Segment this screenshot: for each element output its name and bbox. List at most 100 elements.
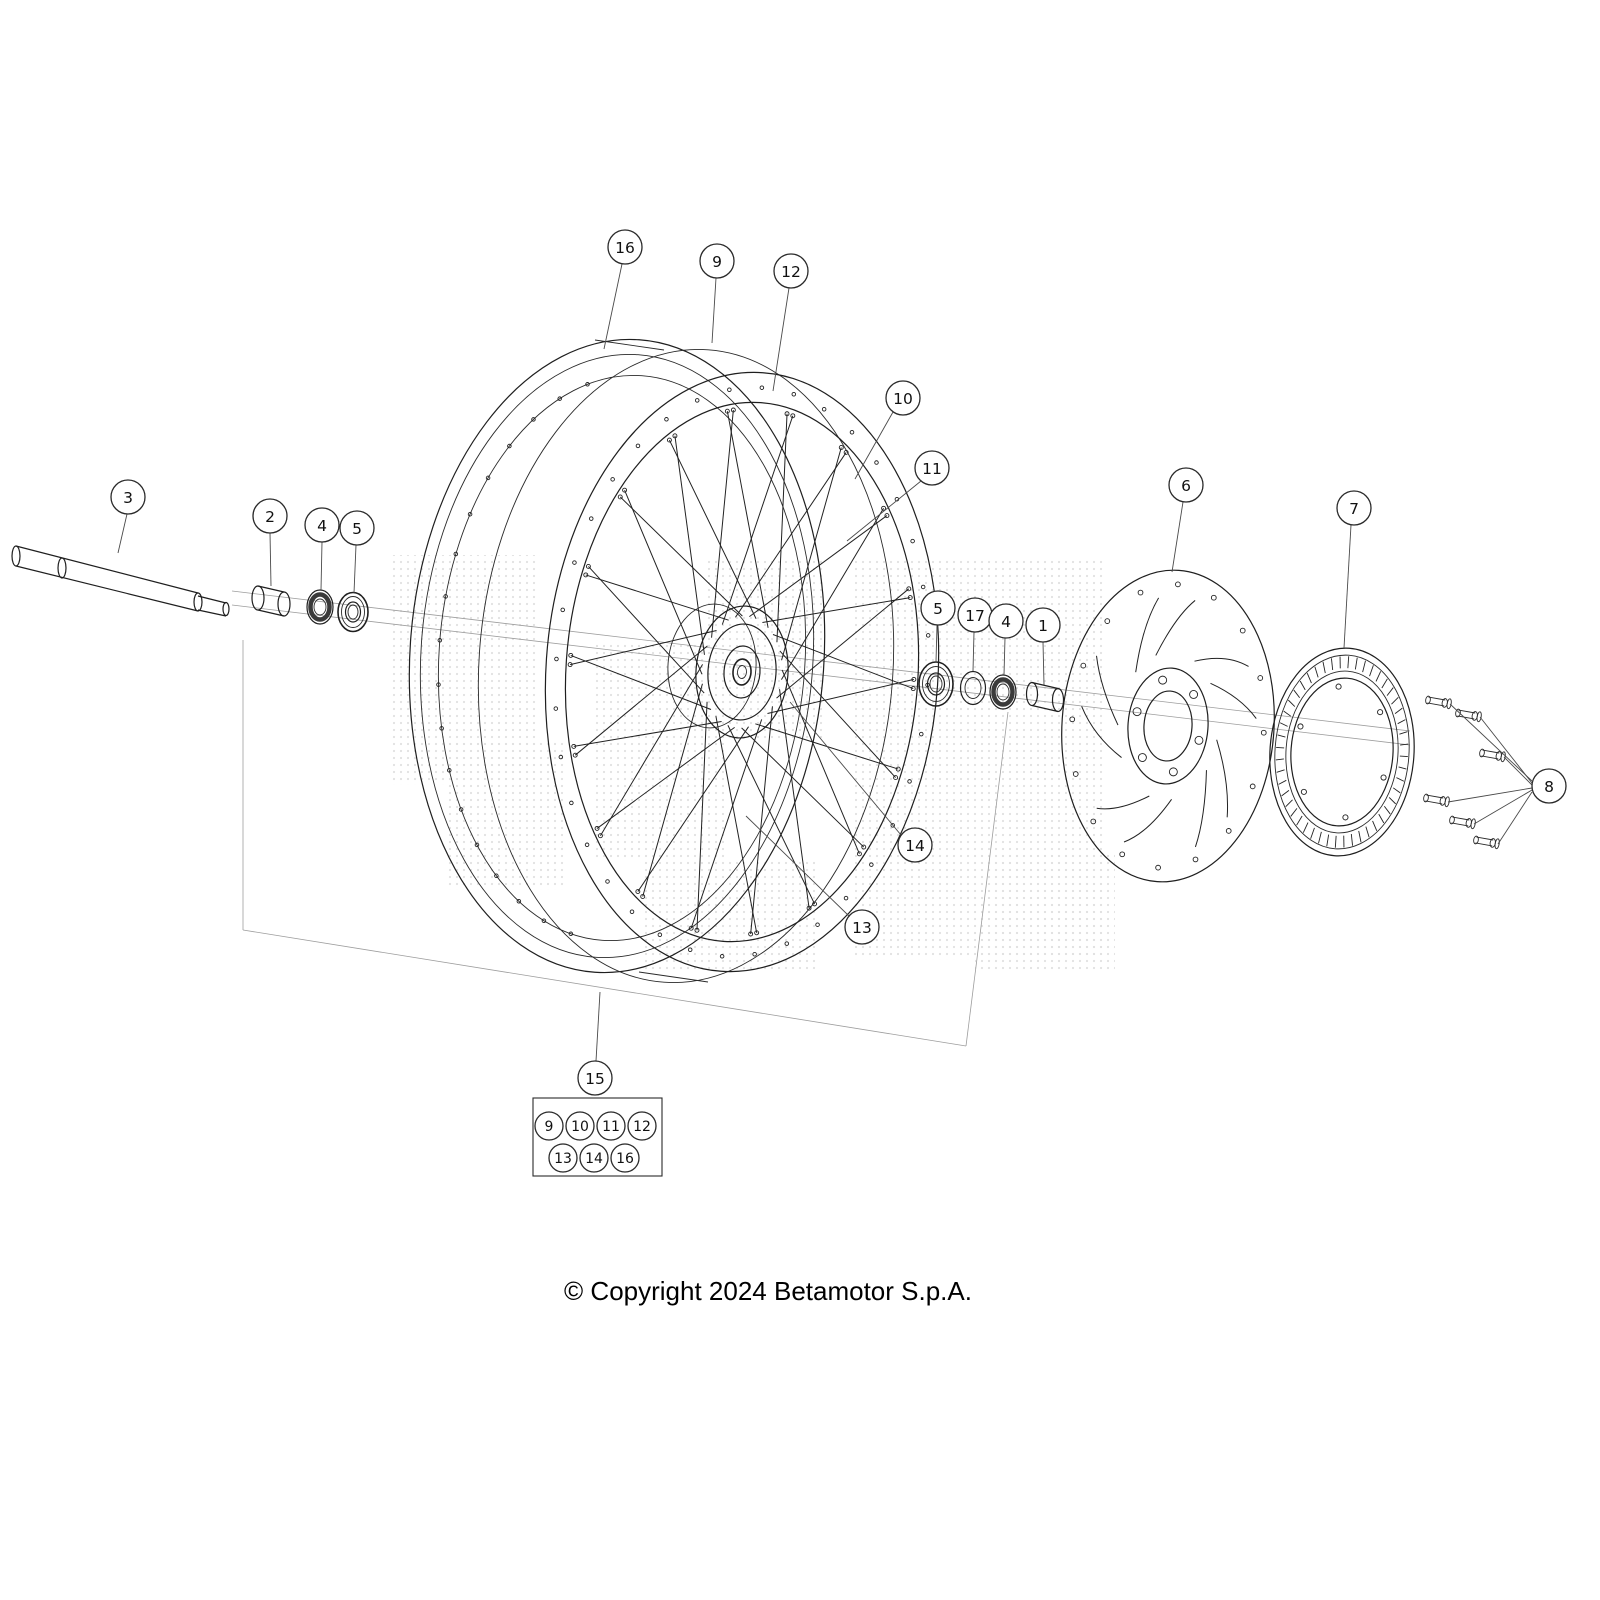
hole: [790, 413, 796, 419]
legend-item-14: [579, 1143, 609, 1173]
stroke: [596, 727, 735, 829]
watermark-blob: [640, 860, 820, 970]
stroke: [696, 701, 708, 931]
legend-label: 11: [602, 1119, 620, 1135]
hole: [1210, 594, 1217, 601]
stroke: [781, 447, 842, 661]
axle-shoulder: [193, 592, 203, 612]
spacer-face: [277, 591, 291, 617]
hole: [1194, 735, 1204, 745]
bolts: [1423, 695, 1506, 850]
washer: [959, 670, 987, 706]
disc-center-hole: [1143, 690, 1193, 762]
washer-bore: [964, 677, 982, 699]
hole: [838, 445, 844, 450]
hole: [1300, 788, 1307, 795]
seal-bore: [996, 683, 1010, 701]
stroke: [1288, 699, 1296, 707]
hole: [622, 487, 628, 493]
callout-4-left: 4: [304, 507, 340, 591]
hole: [494, 873, 499, 879]
hub: [667, 603, 789, 739]
stroke: [1276, 769, 1285, 773]
hole: [1260, 729, 1267, 736]
stroke: [727, 725, 816, 905]
hub-flange-back: [667, 603, 757, 729]
stroke: [711, 409, 734, 638]
callout-2: 2: [252, 498, 288, 587]
rim-outer: [544, 371, 940, 973]
stroke: [772, 634, 914, 690]
stroke: [668, 439, 757, 619]
stroke: [1378, 813, 1385, 824]
axle-tip-end: [222, 601, 230, 617]
callout-label: 6: [1181, 477, 1191, 495]
seal-left: [306, 589, 334, 625]
disc-arm-curve: [1081, 706, 1122, 758]
stroke: [1347, 656, 1350, 669]
stroke: [1302, 822, 1309, 833]
stroke: [779, 650, 896, 778]
hole: [694, 398, 700, 403]
legend-item-16: [610, 1143, 640, 1173]
hole: [629, 909, 635, 914]
bearing-inner: [926, 672, 946, 696]
hub-flange-front: [695, 605, 789, 739]
callout-label: 9: [712, 253, 722, 271]
hole: [1225, 828, 1232, 834]
hole: [1104, 618, 1111, 624]
bearing-left: [337, 591, 369, 633]
hole: [1090, 818, 1097, 825]
stroke: [1326, 834, 1330, 847]
hole: [557, 396, 562, 401]
bolt: [1455, 708, 1482, 723]
stroke: [1396, 777, 1405, 782]
hole: [605, 879, 610, 884]
guide-line: [242, 929, 967, 1047]
hole: [439, 726, 444, 731]
axle-step: [57, 557, 67, 579]
hole: [1377, 709, 1384, 716]
hole: [881, 505, 887, 511]
spacer-edge: [1031, 681, 1059, 690]
hole: [617, 494, 623, 500]
stroke: [1279, 722, 1288, 727]
hole: [907, 779, 912, 784]
hole: [869, 862, 874, 867]
stroke: [749, 515, 888, 617]
stroke: [1383, 805, 1391, 815]
hole: [812, 901, 818, 907]
stroke: [570, 630, 717, 666]
hole: [719, 954, 725, 959]
bearing-race: [341, 596, 365, 628]
stroke: [1394, 707, 1403, 714]
hole: [666, 437, 672, 443]
bolt: [1449, 815, 1476, 830]
legend-label: 14: [585, 1151, 603, 1167]
stroke: [1281, 790, 1290, 797]
hole: [759, 385, 765, 390]
hole: [558, 754, 564, 760]
rim: [437, 371, 940, 973]
hole: [694, 927, 700, 933]
stroke: [1306, 673, 1312, 684]
hole: [672, 433, 678, 439]
tread-edge-top: [594, 339, 665, 351]
guide-line: [965, 711, 1009, 1047]
hole: [1132, 707, 1142, 717]
callout-1: 1: [1025, 607, 1061, 686]
hole: [1189, 690, 1199, 699]
bearing-bore: [347, 604, 359, 620]
legend-label: 12: [633, 1119, 651, 1135]
hole: [843, 895, 849, 901]
stroke: [780, 508, 885, 680]
stroke: [1310, 827, 1315, 839]
disc-arm-curve: [1194, 657, 1249, 667]
hole: [861, 844, 867, 850]
tire-bead-back: [419, 353, 815, 959]
stroke: [715, 716, 758, 933]
hole: [467, 511, 473, 517]
callout-5-left: 5: [339, 510, 375, 594]
hole: [531, 417, 536, 422]
bearing-inner: [344, 601, 362, 623]
